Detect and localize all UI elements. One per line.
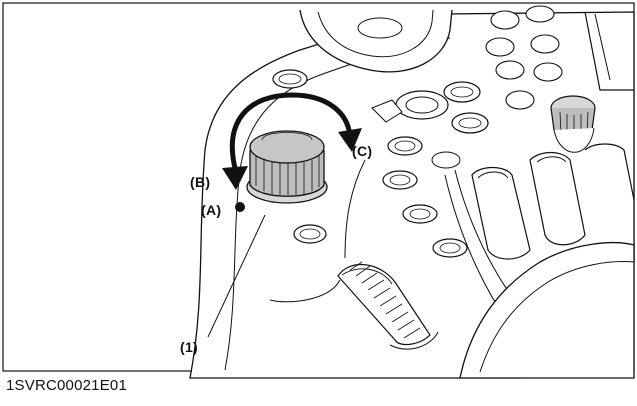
- arrowhead-c: [338, 128, 362, 152]
- callout-b: (B): [190, 174, 211, 190]
- top-housing-inner: [317, 9, 434, 58]
- rotation-arrow: [229, 92, 353, 175]
- top-rod-base: [357, 17, 403, 39]
- leader-line-1: [207, 214, 266, 338]
- top-housing: [299, 9, 453, 73]
- right-button-cluster: [485, 5, 563, 110]
- armrest: [459, 242, 635, 379]
- knob-top: [249, 130, 325, 164]
- oval-button: [293, 224, 327, 244]
- callout-1: (1): [180, 339, 199, 355]
- arrowhead-b: [222, 166, 248, 190]
- right-panel: [584, 11, 634, 91]
- thumbwheel: [337, 261, 439, 350]
- main-knob: [246, 130, 328, 204]
- callout-a: (A): [201, 202, 222, 218]
- figure-code: 1SVRC00021E01: [6, 377, 128, 394]
- right-knob: [550, 95, 596, 153]
- lever-group: [444, 143, 635, 346]
- oval-button: [272, 69, 308, 89]
- callout-c: (C): [352, 143, 373, 159]
- position-dot-a: [235, 202, 245, 212]
- center-button-column: [382, 81, 489, 258]
